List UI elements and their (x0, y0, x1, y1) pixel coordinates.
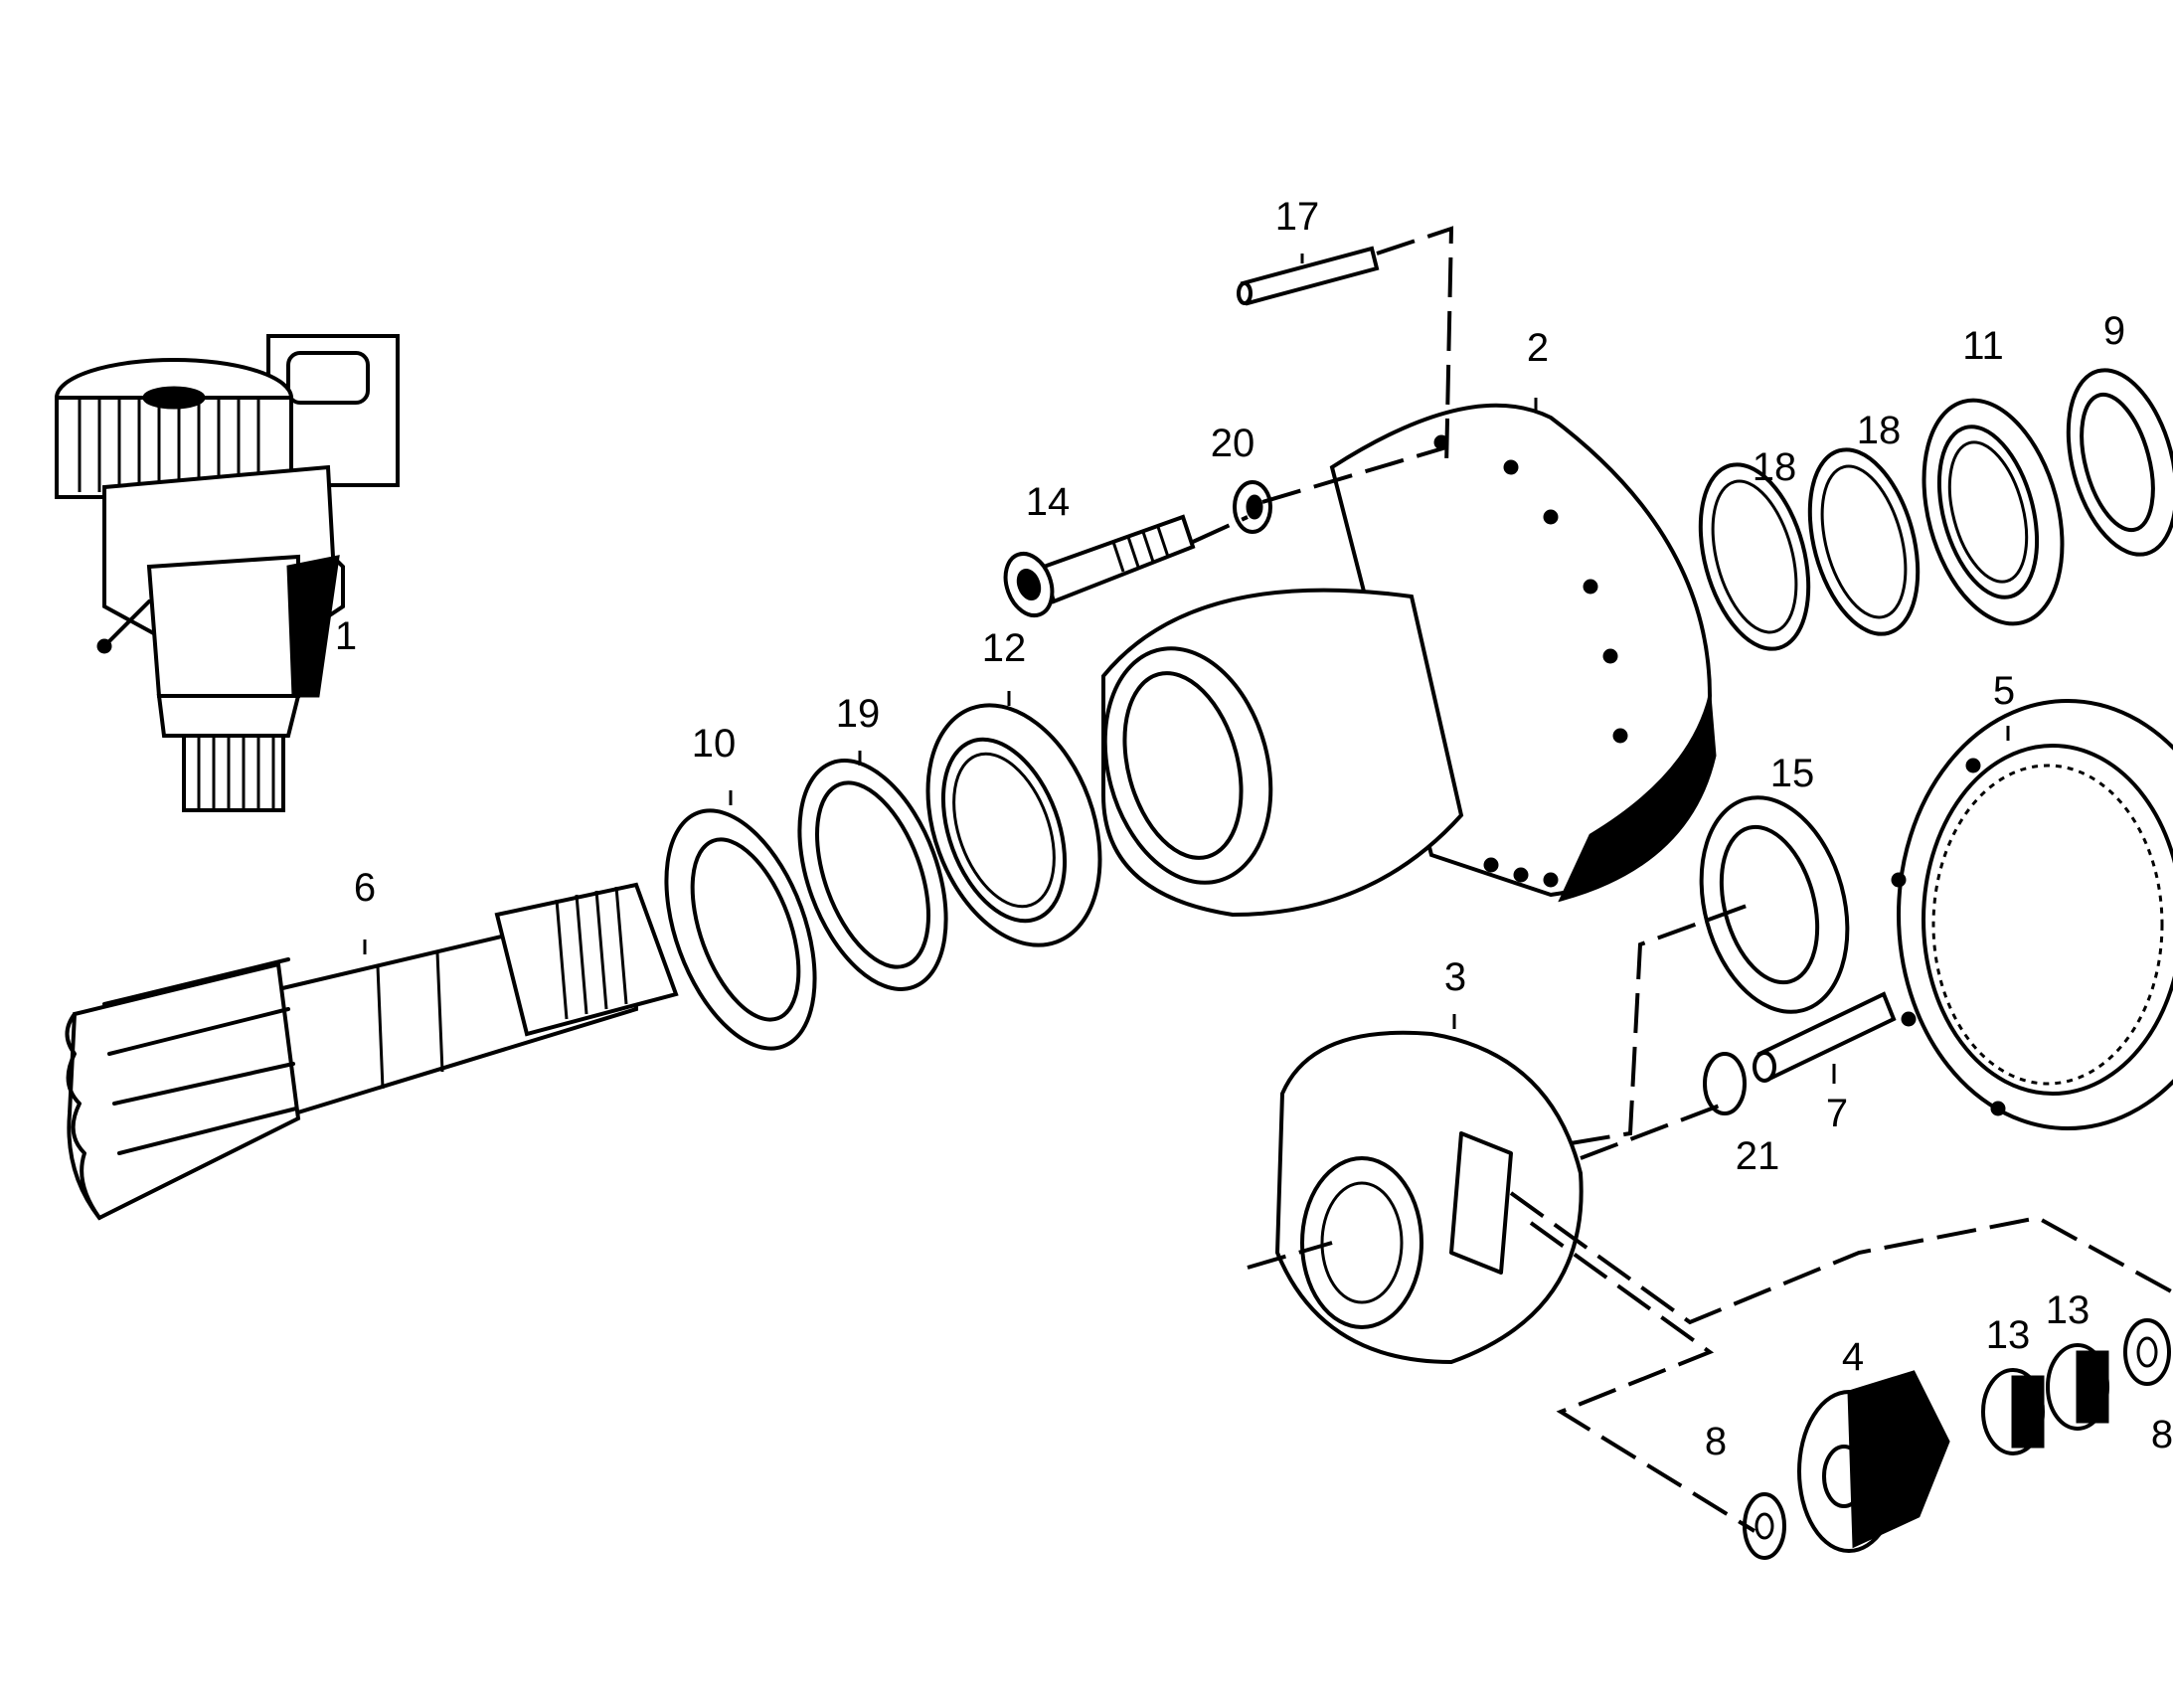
part-12-bearing (925, 703, 1102, 947)
callout-18-left: 18 (1752, 445, 1797, 489)
callout-4: 4 (1841, 1335, 1865, 1379)
part-21-circlip (1703, 1052, 1747, 1115)
part-13-needle-bearing-b (2046, 1343, 2109, 1431)
callout-13-right: 13 (2045, 1288, 2090, 1332)
leader-lines (363, 254, 2010, 1084)
callout-8-left: 8 (1704, 1420, 1728, 1463)
part-10-ring (664, 808, 817, 1051)
part-18-ring-b (1807, 447, 1921, 636)
callout-8-right: 8 (2150, 1413, 2173, 1456)
assembly-dash-lines (1192, 226, 2173, 1533)
callout-12: 12 (981, 626, 1027, 670)
part-8-washer-b (2123, 1318, 2171, 1386)
callout-18-right: 18 (1856, 409, 1902, 452)
part-11-bearing (1922, 398, 2065, 626)
part-2-housing (1101, 403, 1717, 918)
part-17-pin (1237, 246, 1380, 306)
part-20-washer (1233, 480, 1272, 534)
part-5-ring-gear (1891, 699, 2173, 1130)
part-13-needle-bearing-a (1981, 1368, 2045, 1455)
callout-19: 19 (835, 692, 881, 736)
callout-3: 3 (1443, 955, 1467, 999)
part-1-assembly (55, 334, 400, 812)
callout-9: 9 (2102, 309, 2126, 353)
callout-6: 6 (353, 866, 377, 910)
callout-17: 17 (1274, 195, 1320, 239)
part-4-planet-gear (1797, 1370, 1950, 1553)
callout-5: 5 (1992, 669, 2016, 713)
part-6-drive-shaft (65, 882, 679, 1221)
part-3-planet-carrier (1274, 1030, 1584, 1365)
callout-14: 14 (1025, 480, 1071, 524)
callout-20: 20 (1210, 422, 1255, 465)
part-7-pin (1753, 991, 1897, 1083)
callout-10: 10 (691, 722, 737, 766)
part-9-bearing (2066, 368, 2173, 557)
callout-13-left: 13 (1985, 1313, 2031, 1357)
callout-7: 7 (1825, 1092, 1849, 1135)
part-15-seal (1699, 795, 1850, 1014)
callout-15: 15 (1769, 752, 1815, 795)
part-14-bolt (1003, 514, 1196, 617)
part-19-seal (797, 759, 948, 991)
callout-1: 1 (334, 614, 358, 658)
part-8-washer-a (1743, 1492, 1786, 1560)
callout-21: 21 (1735, 1134, 1780, 1178)
callout-2: 2 (1526, 326, 1550, 370)
part-18-ring-a (1698, 462, 1811, 651)
callout-11: 11 (1962, 324, 2004, 368)
